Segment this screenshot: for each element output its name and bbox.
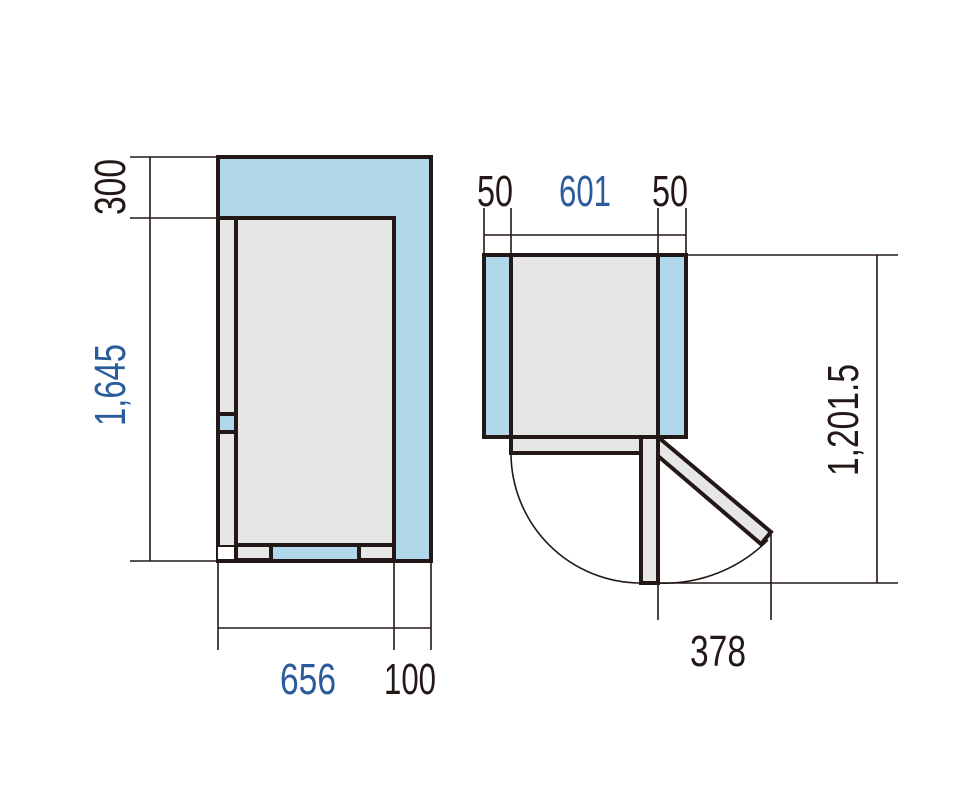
width-label: 601 — [559, 167, 611, 216]
white-gap-bottom — [218, 547, 234, 561]
side-dimension-lines — [130, 156, 432, 650]
top-dimension-lines — [483, 208, 898, 620]
rear-clearance-label: 100 — [384, 655, 436, 704]
open-door-diagonal — [656, 432, 774, 547]
top-view: 50 601 50 1,201.5 378 — [477, 167, 898, 676]
height-label: 1,645 — [86, 344, 135, 426]
top-clearance-label: 300 — [86, 159, 135, 215]
rear-foot — [357, 543, 396, 562]
closed-door-bar — [509, 435, 643, 455]
top-fridge-body — [509, 253, 660, 439]
left-clearance-label: 50 — [477, 167, 513, 216]
lower-door — [216, 430, 238, 549]
door-swing-arc-right — [657, 539, 769, 584]
side-fridge-body — [234, 216, 396, 547]
open-door-vertical — [639, 435, 660, 585]
right-clearance-label: 50 — [652, 167, 688, 216]
depth-door-open-label: 1,201.5 — [819, 364, 868, 476]
depth-label: 656 — [280, 655, 336, 704]
side-view: 300 1,645 656 100 — [86, 155, 436, 704]
upper-door — [216, 216, 238, 416]
right-clearance-area — [656, 253, 688, 439]
left-clearance-area — [482, 253, 513, 439]
front-foot — [234, 543, 273, 562]
door-swing-label: 378 — [690, 627, 746, 676]
door-swing-arc-left — [510, 452, 642, 584]
